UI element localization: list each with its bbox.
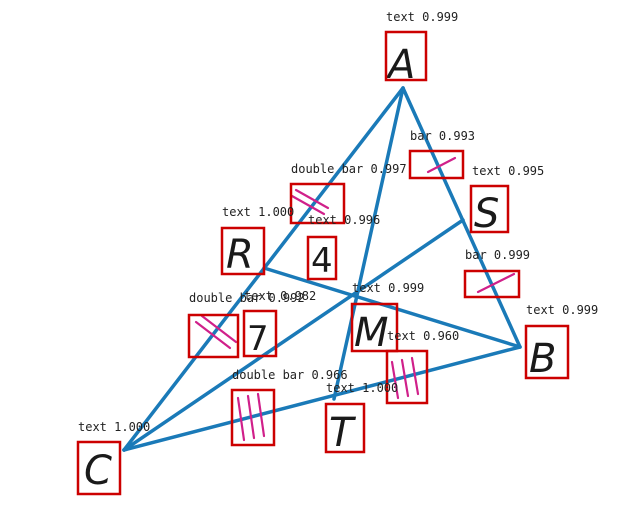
point-label-m: M xyxy=(354,310,389,356)
detection-label-b: text 0.999 xyxy=(526,303,598,317)
point-label-c: C xyxy=(84,448,112,494)
single-tick-mark xyxy=(426,156,457,174)
detection-label-m: text 0.999 xyxy=(352,281,424,295)
number-label-4: 4 xyxy=(311,241,333,281)
detection-label-triple-bar-left: double bar 0.966 xyxy=(232,368,348,382)
detection-box-double-bar-top xyxy=(289,182,346,225)
detection-label-bar-right: bar 0.999 xyxy=(465,248,530,262)
detection-label-4: text 0.996 xyxy=(308,213,380,227)
detection-label-bar-top: bar 0.993 xyxy=(410,129,475,143)
median-b-r xyxy=(262,266,522,349)
detection-label-r: text 1.000 xyxy=(222,205,294,219)
side-cb xyxy=(122,345,522,452)
detection-box-triple-bar-right xyxy=(385,349,429,405)
detection-box-7 xyxy=(242,309,278,358)
detection-label-t: text 1.000 xyxy=(326,381,398,395)
triple-tick-mark xyxy=(236,396,246,442)
triple-tick-mark xyxy=(256,392,266,438)
double-tick-mark xyxy=(290,194,326,216)
detection-label-double-bar-top: double bar 0.997 xyxy=(291,162,407,176)
detection-box-a xyxy=(384,30,428,82)
point-label-t: T xyxy=(329,410,357,456)
median-a-t xyxy=(332,86,405,401)
detection-box-r xyxy=(220,226,266,276)
detection-label-c: text 1.000 xyxy=(78,420,150,434)
double-tick-mark xyxy=(194,320,232,350)
triple-tick-mark xyxy=(390,360,400,400)
triple-tick-mark xyxy=(246,394,256,440)
detection-box-b xyxy=(524,324,570,380)
detection-box-m xyxy=(350,302,399,353)
detection-label-group: text 0.999 bar 0.993 double bar 0.997 te… xyxy=(78,10,598,434)
point-label-r: R xyxy=(226,232,254,278)
detection-label-a: text 0.999 xyxy=(386,10,458,24)
detection-label-triple-bar-right: text 0.960 xyxy=(387,329,459,343)
detection-box-s xyxy=(469,184,510,234)
double-tick-mark xyxy=(294,188,330,210)
detection-box-double-bar-left xyxy=(187,313,240,359)
median-c-s xyxy=(122,218,465,452)
detection-label-7: text 0.982 xyxy=(244,289,316,303)
triple-tick-mark xyxy=(410,356,420,396)
double-tick-mark xyxy=(200,314,238,344)
detection-box-c xyxy=(76,440,122,496)
detection-box-4 xyxy=(306,235,338,281)
single-tick-mark xyxy=(476,272,516,294)
number-label-7: 7 xyxy=(247,319,269,359)
detection-box-t xyxy=(324,402,366,454)
detection-box-bar-right xyxy=(463,269,521,299)
triple-tick-mark xyxy=(400,358,410,398)
detection-box-triple-bar-left xyxy=(230,388,276,447)
point-label-b: B xyxy=(529,336,556,382)
detection-label-double-bar-left: double bar 0.992 xyxy=(189,291,305,305)
detection-box-bar-top xyxy=(408,149,465,180)
point-label-s: S xyxy=(474,191,499,237)
detection-label-s: text 0.995 xyxy=(472,164,544,178)
side-ab xyxy=(401,86,522,349)
